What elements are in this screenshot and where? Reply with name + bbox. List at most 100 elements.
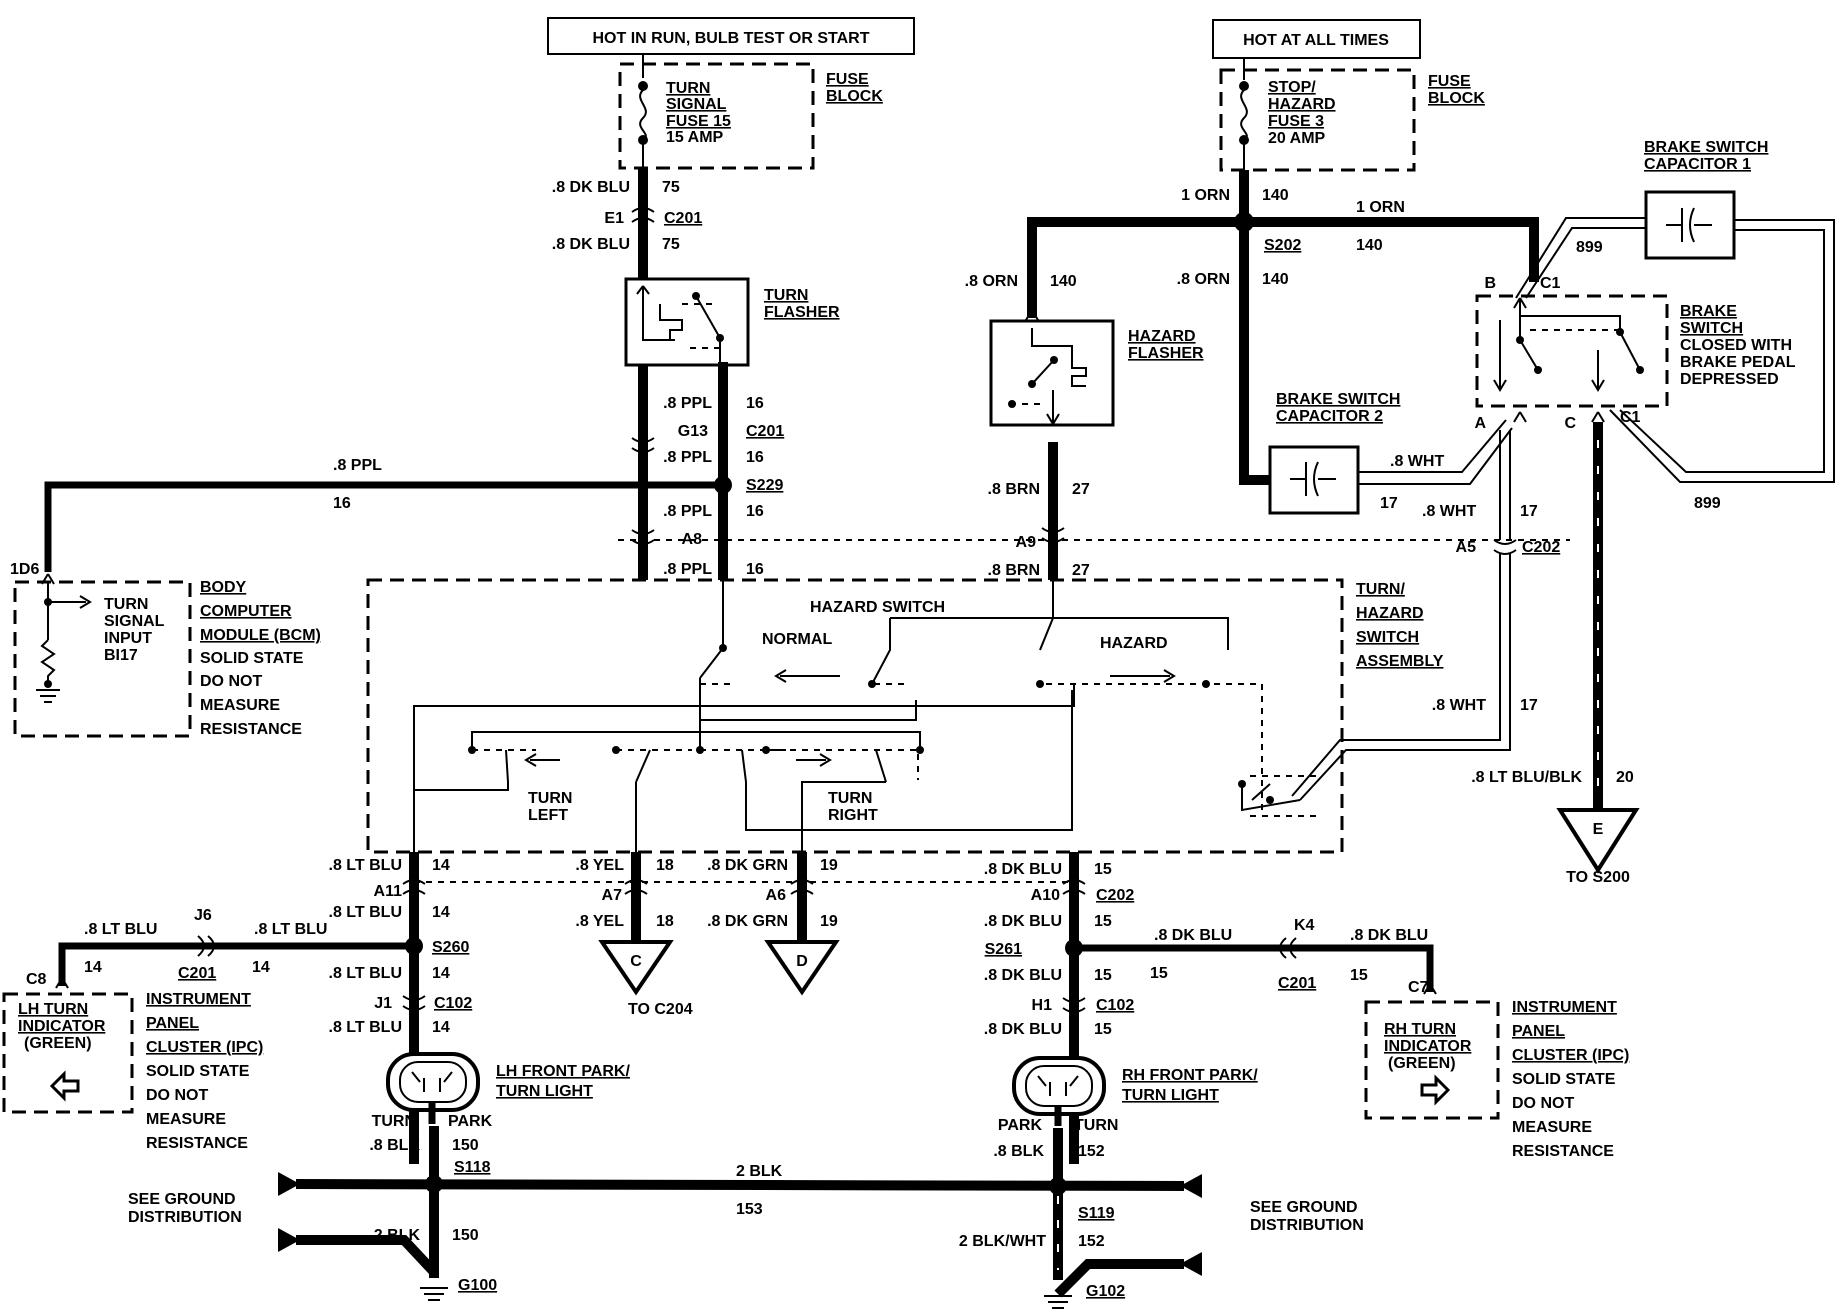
white-wire-17	[1291, 419, 1517, 801]
ground-dist-right-2: DISTRIBUTION	[1250, 1217, 1364, 1234]
assembly-label-2: HAZARD	[1356, 605, 1424, 622]
turn-flasher-label-1: TURN	[764, 287, 808, 304]
rh-ind-label-2: INDICATOR	[1384, 1038, 1472, 1055]
rh-light-label-2: TURN LIGHT	[1122, 1087, 1219, 1104]
wire-num-15-d: 15	[1350, 967, 1368, 984]
power-always-box: HOT AT ALL TIMES	[1212, 19, 1421, 59]
ground-dist-right-1: SEE GROUND	[1250, 1199, 1358, 1216]
wire-num-15-f: 15	[1094, 1021, 1112, 1038]
lh-turn-label: TURN	[372, 1113, 416, 1130]
rh-park-label: PARK	[998, 1117, 1043, 1134]
turn-left-label-1: TURN	[528, 790, 572, 807]
wire-dkblu-6: .8 DK BLU	[1350, 927, 1428, 944]
fuse-block-stop: STOP/ HAZARD FUSE 3 20 AMP FUSE BLOCK	[1219, 58, 1485, 172]
fuse-stop-line2: HAZARD	[1268, 96, 1336, 113]
wire-orn1-b: 1 ORN	[1356, 199, 1405, 216]
ipc-right-7: RESISTANCE	[1512, 1143, 1614, 1160]
wire-num-20: 20	[1616, 769, 1634, 786]
wire-blk2-b: 2 BLK	[374, 1227, 421, 1244]
rh-indicator-branch	[1065, 937, 1437, 995]
wire-num-140-c: 140	[1262, 271, 1289, 288]
wire-wht-a: .8 WHT	[1390, 453, 1444, 470]
wire-num-15-e: 15	[1094, 967, 1112, 984]
fuse-block-label-1b: BLOCK	[826, 88, 883, 105]
wire-num-75-a: 75	[662, 179, 680, 196]
wire-blkwht2: 2 BLK/WHT	[959, 1233, 1046, 1250]
conn-c8: C8	[26, 971, 47, 988]
wire-orn1-a: 1 ORN	[1181, 187, 1230, 204]
brake-switch-label-2: SWITCH	[1680, 320, 1743, 337]
turn-left-label-2: LEFT	[528, 807, 568, 824]
turn-hazard-switch-assembly	[366, 539, 1570, 856]
ground-wiring	[278, 1126, 1202, 1309]
conn-a7: A7	[602, 887, 623, 904]
turn-flasher-label-2: FLASHER	[764, 304, 840, 321]
lh-light-label-2: TURN LIGHT	[496, 1083, 593, 1100]
wire-num-16-d: 16	[746, 561, 764, 578]
brake-switch-label-5: DEPRESSED	[1680, 371, 1779, 388]
lh-light-label-1: LH FRONT PARK/	[496, 1063, 630, 1080]
fuse-stop-line1: STOP/	[1268, 79, 1316, 96]
turn-right-label-2: RIGHT	[828, 807, 878, 824]
ipc-left-2: PANEL	[146, 1015, 199, 1032]
wire-ltblu-a: .8 LT BLU	[329, 857, 402, 874]
wire-ppl-4: .8 PPL	[663, 561, 712, 578]
connector-d: D	[764, 940, 840, 996]
wire-yel-b: .8 YEL	[575, 913, 624, 930]
lh-park-label: PARK	[448, 1113, 493, 1130]
bcm-input-4: BI17	[104, 647, 138, 664]
switch-output-wiring	[402, 852, 1086, 1164]
ipc-right-4: SOLID STATE	[1512, 1071, 1616, 1088]
ipc-left-6: MEASURE	[146, 1111, 226, 1128]
ipc-right-3: CLUSTER (IPC)	[1512, 1047, 1629, 1064]
wire-dkblu-4: .8 DK BLU	[984, 913, 1062, 930]
ltblublk-wire-20: E	[1556, 422, 1640, 874]
wire-wht-c: .8 WHT	[1432, 697, 1486, 714]
bcm-label-1: BODY	[200, 579, 247, 596]
conn-k4: K4	[1294, 917, 1315, 934]
conn-c201-a: C201	[664, 210, 702, 227]
conn-c201-b: C201	[746, 423, 784, 440]
wire-num-19-b: 19	[820, 913, 838, 930]
bcm-label-2: COMPUTER	[200, 603, 292, 620]
power-run-label: HOT IN RUN, BULB TEST OR START	[592, 30, 869, 47]
power-always-label: HOT AT ALL TIMES	[1243, 32, 1389, 49]
conn-s229: S229	[746, 477, 783, 494]
conn-c102-b: C102	[1096, 997, 1134, 1014]
conn-a9: A9	[1016, 534, 1037, 551]
bcm-label-7: RESISTANCE	[200, 721, 302, 738]
bcm-label-6: MEASURE	[200, 697, 280, 714]
conn-s260: S260	[432, 939, 469, 956]
power-run-box: HOT IN RUN, BULB TEST OR START	[547, 17, 915, 55]
wire-blk-b: .8 BLK	[993, 1143, 1044, 1160]
wire-num-140-d: 140	[1050, 273, 1077, 290]
brake-switch-label-3: CLOSED WITH	[1680, 337, 1792, 354]
wire-dkblu-1: .8 DK BLU	[552, 179, 630, 196]
conn-brake-a: A	[1474, 415, 1486, 432]
conn-h1: H1	[1032, 997, 1053, 1014]
to-s200: TO S200	[1566, 869, 1630, 886]
wire-ppl-3: .8 PPL	[663, 503, 712, 520]
wire-num-27-b: 27	[1072, 562, 1090, 579]
assembly-label-1: TURN/	[1356, 581, 1405, 598]
wire-dkgrn-a: .8 DK GRN	[707, 857, 788, 874]
ipc-left-3: CLUSTER (IPC)	[146, 1039, 263, 1056]
wire-blk2-a: 2 BLK	[736, 1163, 783, 1180]
wire-num-150-b: 150	[452, 1227, 479, 1244]
wire-wht-b: .8 WHT	[1422, 503, 1476, 520]
rh-turn-indicator	[1364, 1000, 1500, 1120]
ipc-right-6: MEASURE	[1512, 1119, 1592, 1136]
fuse-stop-line4: 20 AMP	[1268, 130, 1326, 147]
conn-c102-a: C102	[434, 995, 472, 1012]
wire-num-17-b: 17	[1520, 503, 1538, 520]
ipc-left-4: SOLID STATE	[146, 1063, 250, 1080]
wire-num-18-b: 18	[656, 913, 674, 930]
bcm-label-5: DO NOT	[200, 673, 262, 690]
conn-g13: G13	[678, 423, 708, 440]
fuse-stop-line3: FUSE 3	[1268, 113, 1324, 130]
wire-dkblu-5: .8 DK BLU	[1154, 927, 1232, 944]
wire-num-14-b: 14	[432, 904, 450, 921]
wire-num-18-a: 18	[656, 857, 674, 874]
bcm-label-4: SOLID STATE	[200, 650, 304, 667]
wire-num-15-b: 15	[1094, 913, 1112, 930]
